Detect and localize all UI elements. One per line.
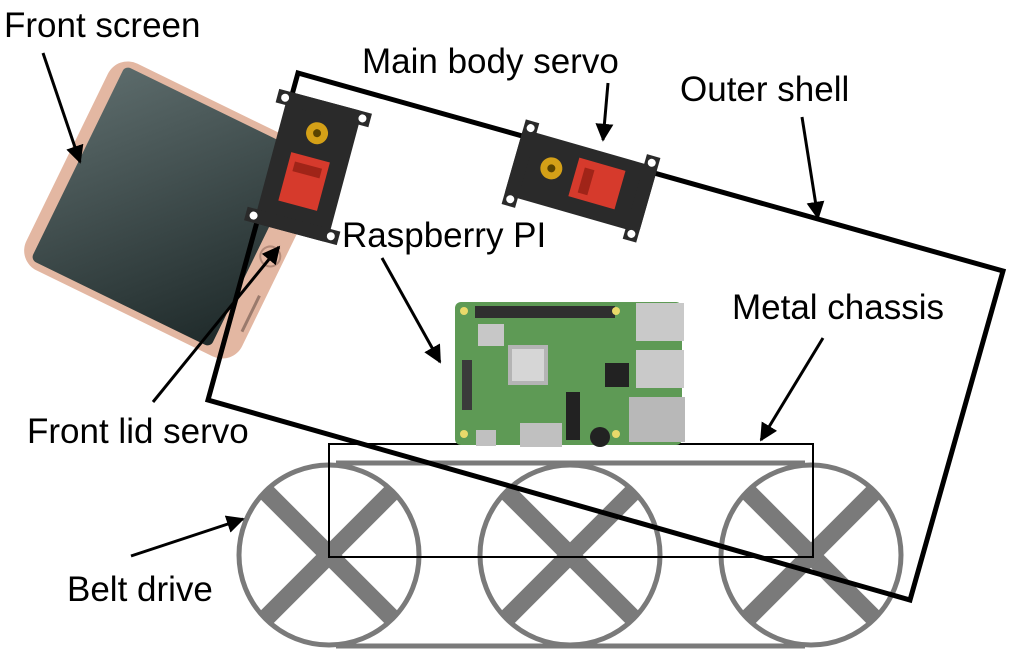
label-belt-drive: Belt drive [67, 570, 213, 609]
arrow-outer-shell [800, 116, 825, 220]
arrow-raspberry-pi [380, 257, 442, 364]
arrow-front-lid-servo [151, 245, 281, 403]
wheel-right [718, 462, 904, 648]
front-lid-servo [244, 88, 372, 246]
wheel-middle [477, 462, 663, 648]
main-body-servo [501, 119, 661, 243]
label-main-body-servo: Main body servo [362, 42, 619, 81]
belt-drive [236, 460, 904, 649]
label-front-screen: Front screen [4, 6, 201, 45]
raspberry-pi-board [455, 302, 685, 447]
outer-shell [204, 69, 1007, 604]
arrow-metal-chassis [759, 337, 825, 442]
arrow-main-body-servo [595, 82, 614, 142]
label-metal-chassis: Metal chassis [732, 288, 945, 327]
label-outer-shell: Outer shell [680, 70, 850, 109]
label-front-lid-servo: Front lid servo [27, 412, 249, 451]
arrow-belt-drive [130, 515, 245, 558]
arrow-front-screen [41, 52, 84, 164]
label-raspberry-pi: Raspberry PI [342, 216, 547, 255]
